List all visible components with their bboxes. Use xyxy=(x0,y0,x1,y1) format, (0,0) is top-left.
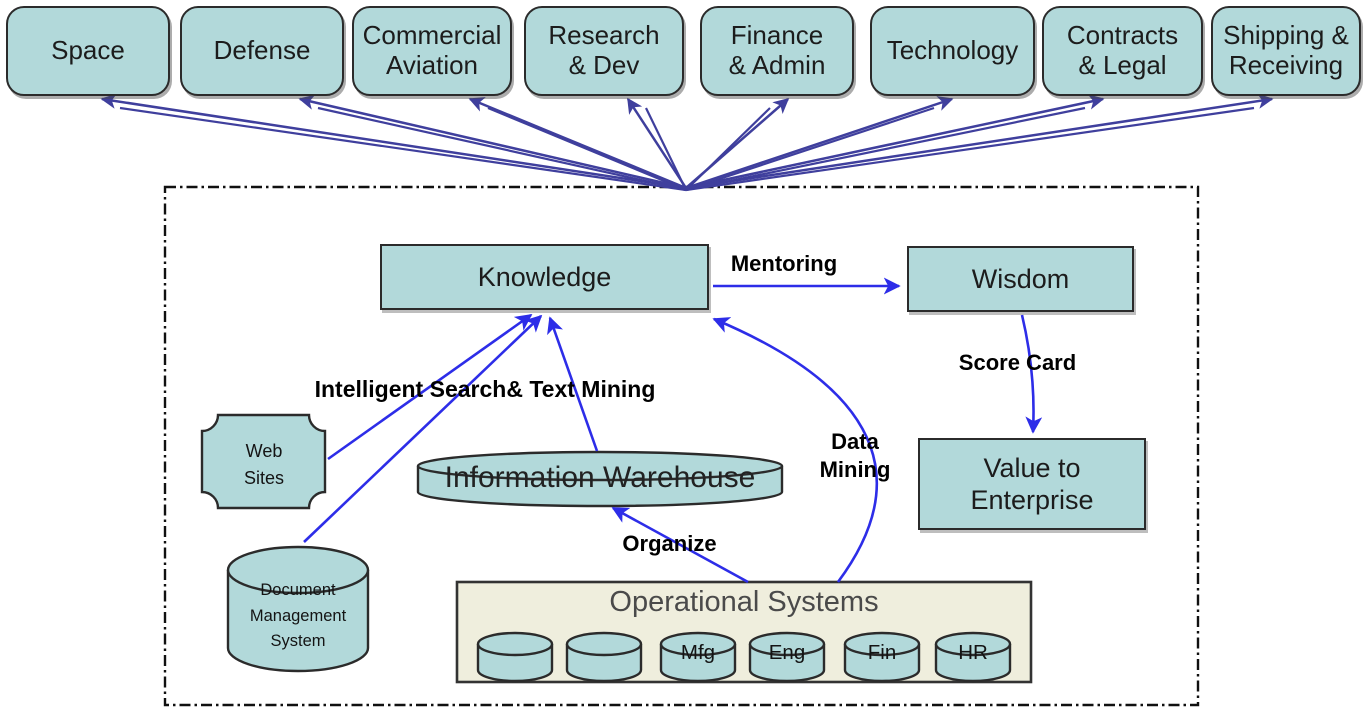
dept-box-finance-admin: Finance & Admin xyxy=(700,6,854,96)
arrow-dms-to-knowledge xyxy=(303,314,543,543)
arrow-datamining-to-knowledge xyxy=(712,317,878,583)
dms-label: Document Management System xyxy=(249,581,347,651)
dept-box-commercial-aviation: Commercial Aviation xyxy=(352,6,512,96)
opsys-cylinder-fin xyxy=(843,631,921,683)
cylinder-label-eng: Eng xyxy=(768,641,806,664)
dms-cylinder-shape xyxy=(226,545,370,673)
score-card-label: Score Card xyxy=(958,350,1077,375)
web-sites-label: Web Sites xyxy=(243,441,285,488)
dept-box-space: Space xyxy=(6,6,170,96)
opsys-cylinder-1 xyxy=(476,631,554,683)
dept-box-defense: Defense xyxy=(180,6,344,96)
value-to-enterprise-box: Value to Enterprise xyxy=(918,438,1146,530)
information-warehouse-shape xyxy=(416,450,784,508)
wisdom-box: Wisdom xyxy=(907,246,1134,312)
web-sites-shape xyxy=(200,413,327,510)
opsys-cylinder-eng xyxy=(748,631,826,683)
dept-box-research-dev: Research & Dev xyxy=(524,6,684,96)
arrow-warehouse-to-knowledge xyxy=(547,316,599,452)
operational-systems-title: Operational Systems xyxy=(609,586,879,618)
opsys-cylinder-2 xyxy=(565,631,643,683)
arrow-websites-to-knowledge xyxy=(327,313,533,461)
dept-box-shipping-receiving: Shipping & Receiving xyxy=(1211,6,1361,96)
knowledge-box: Knowledge xyxy=(380,244,709,310)
arrow-organize-to-warehouse xyxy=(611,506,749,584)
cylinder-label-fin: Fin xyxy=(867,641,897,664)
mentoring-label: Mentoring xyxy=(730,251,838,276)
intelligent-search-label: Intelligent Search& Text Mining xyxy=(314,376,656,402)
department-fan-arrowheads xyxy=(100,93,1274,190)
data-mining-label: Data Mining xyxy=(819,429,891,482)
cylinder-label-hr: HR xyxy=(958,641,988,664)
organize-label: Organize xyxy=(622,531,717,556)
department-fan-arrows xyxy=(119,106,1255,192)
arrow-scorecard-wisdom-to-value xyxy=(1020,314,1043,434)
cylinder-label-mfg: Mfg xyxy=(680,641,716,664)
opsys-cylinder-mfg xyxy=(659,631,737,683)
information-warehouse-label: Information Warehouse xyxy=(444,461,756,494)
dept-box-contracts-legal: Contracts & Legal xyxy=(1042,6,1203,96)
dept-box-technology: Technology xyxy=(870,6,1035,96)
opsys-cylinder-hr xyxy=(934,631,1012,683)
